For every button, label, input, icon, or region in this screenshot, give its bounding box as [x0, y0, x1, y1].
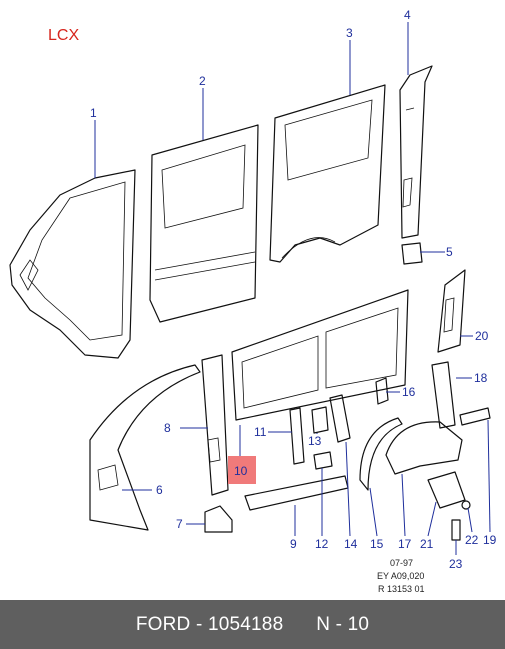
- info-ref: R 13153 01: [378, 584, 425, 594]
- diagram-canvas: LCX: [9, 8, 497, 594]
- part-15-arch-strip: [359, 417, 403, 491]
- part-2-sliding-door: [149, 124, 259, 323]
- part-17-wheelhouse: [385, 421, 463, 475]
- footer-part-number: 1054188: [207, 613, 284, 635]
- parts-diagram: LCX: [9, 8, 497, 594]
- part-5-bracket: [401, 242, 423, 265]
- footer-brand: FORD: [135, 613, 191, 635]
- part-20-pillar: [437, 269, 466, 353]
- callout-21: 21: [420, 537, 434, 551]
- info-date: 07-97: [390, 558, 413, 568]
- callout-13: 13: [308, 434, 322, 448]
- part-21-bracket: [427, 471, 466, 509]
- info-code: EY A09,020: [377, 571, 424, 581]
- part-8-b-pillar: [201, 354, 229, 496]
- callout-18: 18: [474, 371, 488, 385]
- part-19-strip: [459, 407, 491, 426]
- callout-3: 3: [346, 26, 353, 40]
- footer-ref: N - 10: [316, 613, 370, 635]
- part-13-bracket: [311, 406, 329, 434]
- callout-4: 4: [404, 8, 411, 22]
- part-9-sill: [244, 475, 349, 511]
- callout-11: 11: [254, 425, 267, 439]
- part-22-washer: [461, 500, 471, 510]
- part-1-side-frame: [9, 169, 136, 359]
- callout-10-highlight: [228, 456, 256, 484]
- callout-23: 23: [449, 557, 463, 571]
- part-18-pillar: [431, 361, 456, 429]
- callout-14: 14: [344, 537, 358, 551]
- part-16-clip: [375, 377, 389, 405]
- callout-6: 6: [156, 483, 163, 497]
- callout-2: 2: [199, 74, 206, 88]
- part-7-block: [204, 505, 233, 533]
- part-11-bracket: [289, 407, 305, 465]
- callout-9: 9: [290, 537, 297, 551]
- callout-5: 5: [446, 245, 453, 259]
- callout-10: 10: [234, 464, 248, 478]
- part-10-window-panel: [231, 289, 409, 421]
- part-3-rear-side-panel: [269, 84, 386, 263]
- callout-16: 16: [402, 385, 416, 399]
- callout-22: 22: [465, 533, 479, 547]
- part-6-wheelarch-panel: [89, 364, 201, 531]
- footer-gap: [283, 614, 316, 636]
- callout-15: 15: [370, 537, 384, 551]
- callout-7: 7: [176, 517, 183, 531]
- part-4-pillar: [399, 65, 433, 239]
- footer-bar: FORD - 1054188 N - 10: [0, 600, 505, 649]
- callout-17: 17: [398, 537, 412, 551]
- callout-19: 19: [483, 533, 497, 547]
- footer-separator: -: [190, 613, 208, 635]
- leader-lines: [94, 22, 491, 555]
- callout-1: 1: [90, 106, 97, 120]
- region-code: LCX: [48, 27, 79, 44]
- callout-8: 8: [164, 421, 171, 435]
- part-23-screw: [451, 519, 461, 541]
- part-14-bracket: [329, 394, 351, 443]
- callout-12: 12: [315, 537, 329, 551]
- callout-20: 20: [475, 329, 489, 343]
- part-12-bracket: [313, 451, 333, 470]
